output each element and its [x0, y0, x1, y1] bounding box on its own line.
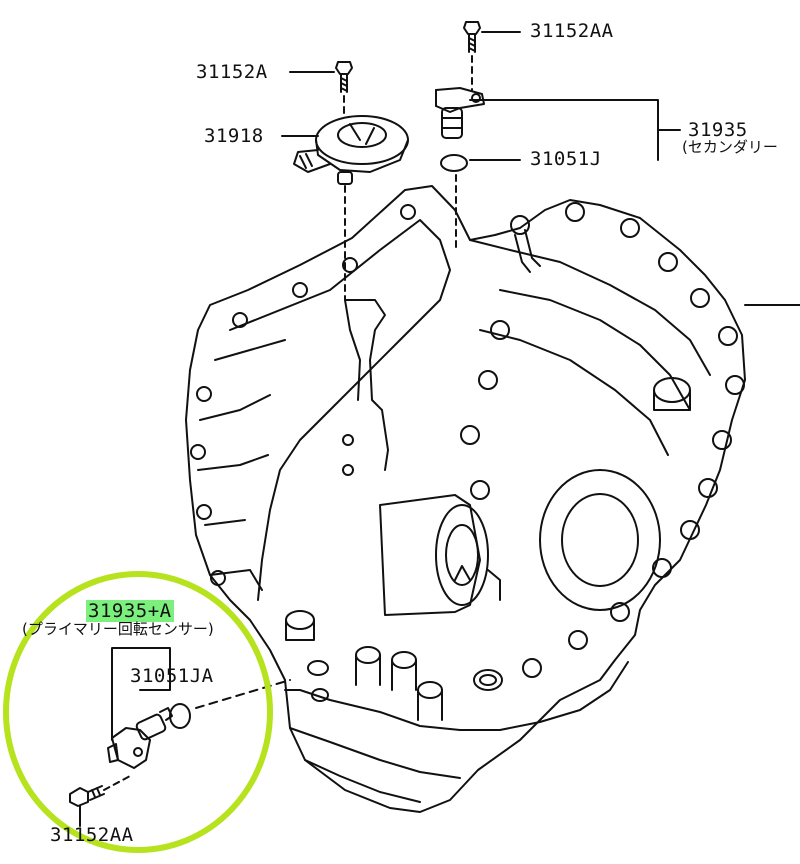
- label-secondary-sensor-note: (セカンダリー: [682, 138, 778, 156]
- bolt-31152aa-bottom: [69, 785, 105, 807]
- secondary-speed-sensor: [435, 87, 485, 139]
- label-31152aa-top: 31152AA: [530, 20, 614, 42]
- highlight-circle: [3, 571, 273, 853]
- label-31935: 31935: [688, 119, 748, 141]
- label-31152a: 31152A: [196, 61, 268, 83]
- leader-31935-a: [111, 647, 171, 741]
- label-31935-a-text: 31935+A: [86, 600, 174, 622]
- label-31051ja: 31051JA: [130, 665, 214, 687]
- label-31918: 31918: [204, 125, 264, 147]
- leader-31935: [469, 99, 681, 161]
- cam-sensor-31918: [293, 115, 409, 185]
- dash-primary-to-housing: [195, 679, 291, 709]
- transmission-housing: [185, 185, 746, 813]
- bolt-31152a: [335, 61, 353, 93]
- label-31935-a: 31935+A: [86, 600, 174, 622]
- primary-speed-sensor: [107, 707, 173, 769]
- o-ring-31051j: [440, 154, 468, 172]
- o-ring-31051ja: [169, 703, 191, 729]
- label-31051j: 31051J: [530, 148, 602, 170]
- label-31152aa-bottom: 31152AA: [50, 824, 134, 846]
- bolt-31152aa-top: [463, 21, 481, 53]
- label-primary-sensor-note: (プライマリー回転センサー): [22, 620, 214, 638]
